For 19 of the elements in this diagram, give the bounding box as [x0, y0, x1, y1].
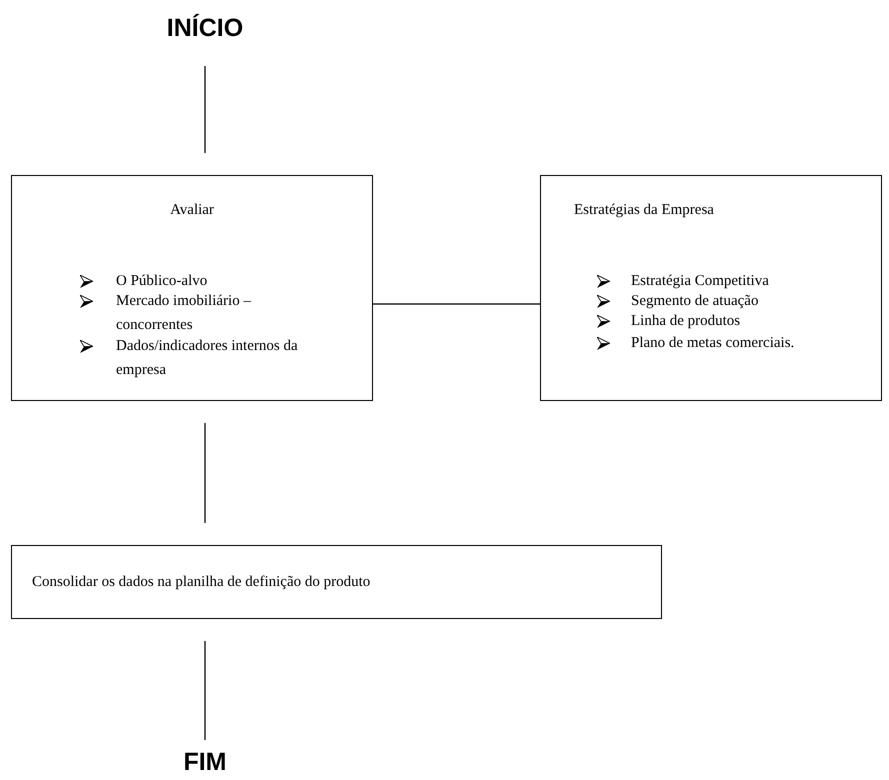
box-heading: Avaliar — [169, 201, 215, 219]
process-box — [11, 175, 373, 401]
terminal-label: INÍCIO — [155, 14, 255, 50]
terminal-label: FIM — [165, 748, 245, 780]
bullet-text: Dados/indicadores internos da empresa — [116, 337, 299, 380]
connector-line — [204, 66, 206, 153]
bullet-text: O Público-alvo — [116, 272, 208, 291]
connector-line — [204, 641, 206, 740]
connector-line — [373, 303, 540, 305]
bullet-text: Segmento de atuação — [631, 292, 760, 311]
connector-line — [204, 423, 206, 523]
box-heading: Estratégias da Empresa — [574, 201, 715, 219]
bullet-text: Plano de metas comerciais. — [631, 334, 796, 353]
process-box — [11, 545, 662, 619]
bullet-text: Estratégia Competitiva — [631, 272, 770, 291]
bullet-text: Linha de produtos — [631, 312, 742, 331]
process-box — [540, 175, 882, 401]
box-text: Consolidar os dados na planilha de definição do produto — [32, 573, 370, 591]
bullet-text: Mercado imobiliário – concorrentes — [116, 292, 252, 335]
